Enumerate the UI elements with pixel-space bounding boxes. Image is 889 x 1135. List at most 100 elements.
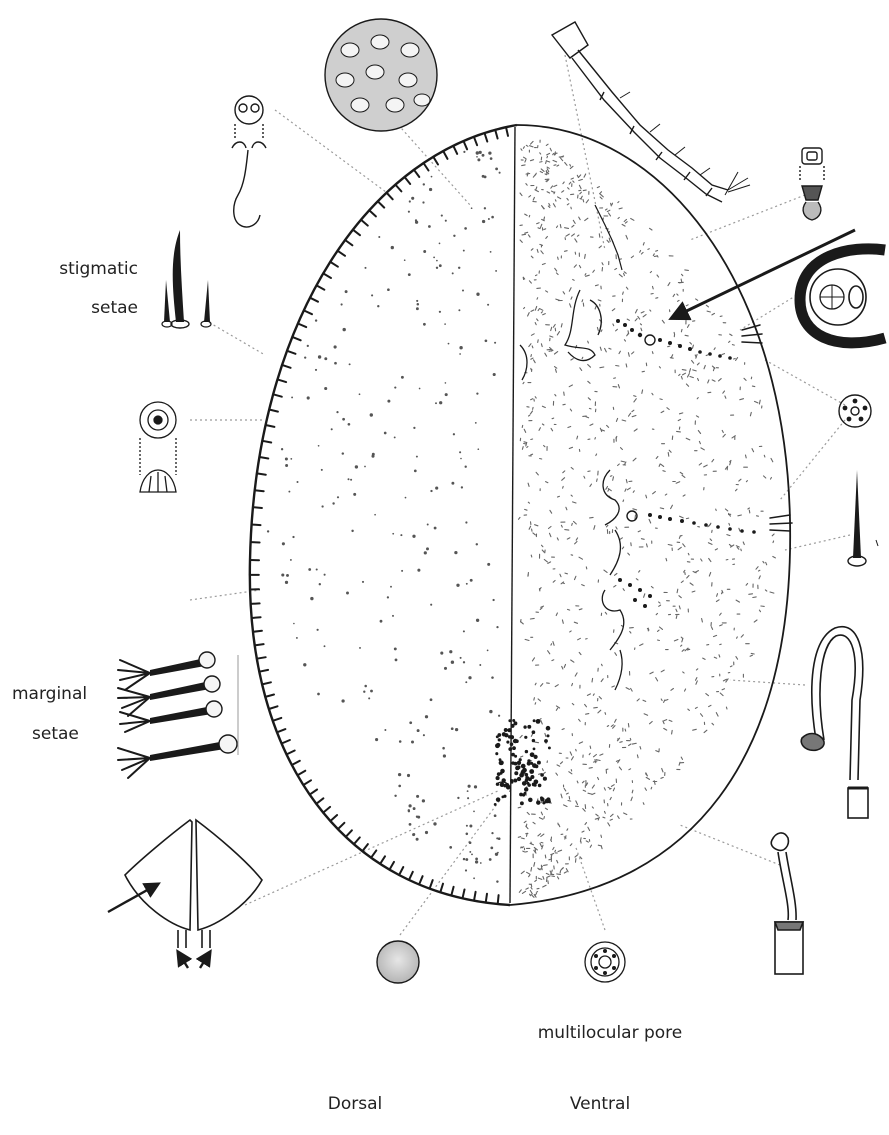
ventral-stipple-mark [690, 583, 693, 585]
dorsal-dot [452, 272, 454, 274]
ventral-stipple-mark [625, 729, 626, 731]
dorsal-dot [488, 151, 491, 154]
dorsal-dot [499, 172, 501, 174]
ventral-stipple-mark [524, 429, 526, 432]
ventral-stipple-mark [765, 590, 766, 591]
ventral-stipple-mark [736, 600, 739, 602]
multilocular-pore-label: multilocular pore [505, 1022, 715, 1044]
ventral-stipple-mark [759, 610, 760, 612]
marginal-spine [323, 273, 331, 278]
ventral-stipple-mark [631, 688, 633, 691]
ventral-stipple-mark [561, 794, 562, 798]
ventral-stipple-mark [676, 609, 677, 611]
ventral-stipple-mark [541, 684, 543, 687]
ventral-stipple-mark [588, 827, 590, 830]
anal-cluster-pore [530, 775, 534, 779]
ventral-stipple-mark [523, 147, 524, 149]
dorsal-dot [408, 809, 410, 811]
ventral-stipple-mark [561, 158, 563, 161]
ventral-stipple-mark [574, 265, 576, 267]
dorsal-dot [368, 697, 370, 699]
dorsal-dot [332, 502, 334, 504]
dorsal-dot [439, 311, 441, 313]
ventral-stipple-mark [532, 346, 533, 348]
marginal-spine [252, 525, 261, 526]
ventral-stipple-mark [572, 757, 574, 760]
ventral-stipple-mark [610, 476, 612, 477]
dorsal-dot [423, 183, 425, 185]
ventral-stipple-mark [542, 550, 544, 552]
ventral-stipple-mark [770, 592, 774, 593]
ventral-stipple-mark [621, 448, 623, 450]
dorsal-dot [315, 319, 317, 321]
ventral-stipple-mark [553, 581, 555, 583]
dorsal-dot [476, 619, 479, 622]
ventral-stipple-mark [551, 186, 553, 188]
ventral-stipple-mark [626, 235, 628, 239]
dorsal-dot [463, 151, 465, 153]
ventral-stipple-mark [568, 427, 571, 428]
ventral-stipple-mark [722, 354, 725, 355]
ventral-stipple-mark [755, 401, 758, 403]
ventral-stipple-mark [531, 334, 534, 336]
dorsal-dot [441, 215, 443, 217]
dorsal-dot [470, 579, 473, 582]
ventral-stipple-mark [656, 298, 658, 299]
ventral-stipple-mark [575, 673, 577, 676]
ventral-stipple-mark [531, 256, 533, 258]
dorsal-dot [466, 583, 468, 585]
ventral-stipple-mark [546, 144, 548, 145]
anal-cluster-pore [536, 719, 541, 724]
ventral-stipple-mark [568, 188, 570, 189]
ventral-stipple-mark [766, 562, 767, 564]
ventral-stipple-mark [688, 553, 689, 555]
ventral-stipple-mark [706, 694, 709, 696]
dorsal-dot [465, 858, 468, 861]
ventral-stipple-mark [596, 454, 597, 456]
ventral-stipple-mark [534, 360, 536, 363]
ventral-stipple-mark [626, 688, 629, 690]
dorsal-dot [474, 785, 477, 788]
ventral-stipple-mark [671, 505, 673, 508]
dorsal-dot [318, 445, 320, 447]
dorsal-dot [423, 734, 425, 736]
ventral-stipple-mark [746, 584, 748, 586]
ventral-stipple-mark [598, 300, 601, 301]
ventral-stipple-mark [636, 579, 638, 580]
ventral-stipple-mark [553, 153, 554, 154]
body-outline-icon [250, 125, 790, 905]
ventral-stipple-mark [567, 198, 568, 200]
dorsal-dot [343, 328, 346, 331]
ventral-stipple-mark [535, 323, 536, 325]
ventral-stipple-mark [529, 215, 530, 217]
ventral-stipple-mark [642, 390, 643, 394]
dorsal-dot [394, 647, 397, 650]
ventral-stipple-mark [556, 273, 558, 275]
dorsal-dot [453, 433, 455, 435]
ventral-stipple-mark [550, 148, 551, 151]
ventral-stipple-mark [704, 366, 705, 369]
dorsal-dot [324, 574, 326, 576]
ventral-stipple-mark [555, 268, 557, 271]
dorsal-dot [451, 482, 454, 485]
cuticle-inset-icon [325, 19, 437, 131]
ventral-stipple-mark [554, 192, 555, 194]
ventral-stipple-mark [685, 689, 686, 691]
ventral-stipple-mark [543, 885, 546, 887]
ventral-stipple-mark [615, 719, 617, 722]
ventral-stipple-mark [563, 182, 564, 184]
pore-clusters [616, 319, 756, 608]
dorsal-dot [286, 574, 289, 577]
ventral-stipple-mark [534, 863, 535, 867]
ventral-stipple-mark [558, 257, 559, 259]
marginal-spine [361, 220, 368, 226]
ventral-stipple-mark [635, 319, 637, 321]
ventral-stipple-mark [597, 328, 598, 331]
ventral-stipple-mark [640, 747, 641, 749]
ventral-stipple-mark [600, 197, 602, 199]
ventral-stipple-mark [633, 458, 636, 461]
ventral-stipple-mark [618, 816, 620, 819]
ventral-stipple-mark [531, 358, 533, 359]
marginal-spine [266, 425, 275, 427]
ventral-stipple-mark [579, 266, 580, 268]
